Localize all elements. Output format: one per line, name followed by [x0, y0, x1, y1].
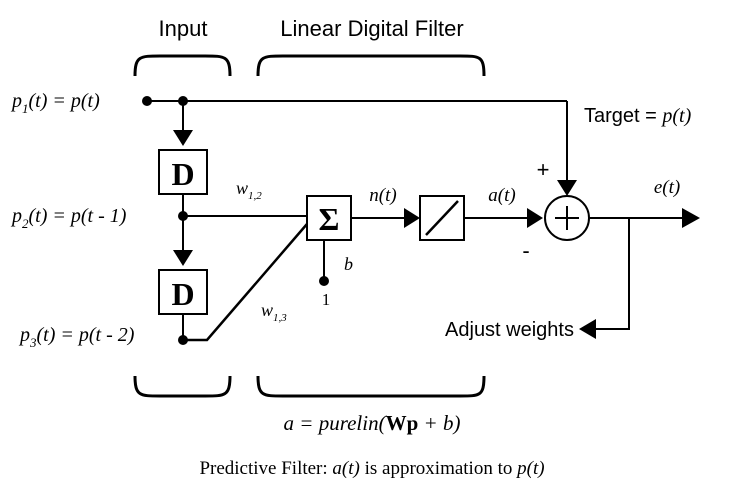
error-label: e(t): [654, 177, 680, 198]
output-label: a(t): [488, 185, 515, 206]
minus-sign-label: -: [522, 238, 529, 263]
net-input-arrow: [404, 208, 420, 228]
equation-label: a = purelin(Wp + b): [284, 411, 461, 435]
delay1-arrow: [173, 130, 193, 146]
sum-box: [306, 195, 352, 241]
filter-bottom-brace: [256, 375, 486, 398]
input-header: Input: [159, 16, 208, 41]
target-arrow: [557, 180, 577, 196]
weight-w13-label: w1,3: [261, 300, 287, 324]
bias-input-label: 1: [322, 290, 331, 309]
error-arrow: [682, 208, 700, 228]
sum-label: Σ: [319, 201, 340, 237]
plus-sign-label: +: [537, 157, 550, 182]
purelin-icon: [425, 200, 459, 236]
caption: Predictive Filter: a(t) is approximation…: [199, 458, 544, 479]
input-top-brace: [133, 54, 232, 77]
adjust-weights-label: Adjust weights: [445, 319, 574, 341]
input-p1-label: p1(t) = p(t): [10, 90, 100, 116]
input-p2-label: p2(t) = p(t - 1): [10, 205, 127, 231]
input-p3-label: p3(t) = p(t - 2): [18, 324, 135, 350]
delay2-label: D: [171, 276, 194, 312]
input-bottom-brace: [133, 375, 232, 398]
net-input-label: n(t): [369, 185, 396, 206]
p3-to-sum-line: [183, 223, 308, 342]
delay2-arrow: [173, 250, 193, 266]
filter-top-brace: [256, 54, 486, 77]
weight-w12-label: w1,2: [236, 178, 262, 202]
filter-header: Linear Digital Filter: [280, 16, 463, 41]
delay1-label: D: [171, 156, 194, 192]
output-arrow: [527, 208, 543, 228]
target-label: Target = p(t): [584, 105, 692, 127]
adjust-arrow: [579, 319, 596, 339]
adjust-feedback-line: [595, 218, 630, 330]
bias-label: b: [344, 254, 353, 274]
bias-dot: [319, 276, 329, 286]
